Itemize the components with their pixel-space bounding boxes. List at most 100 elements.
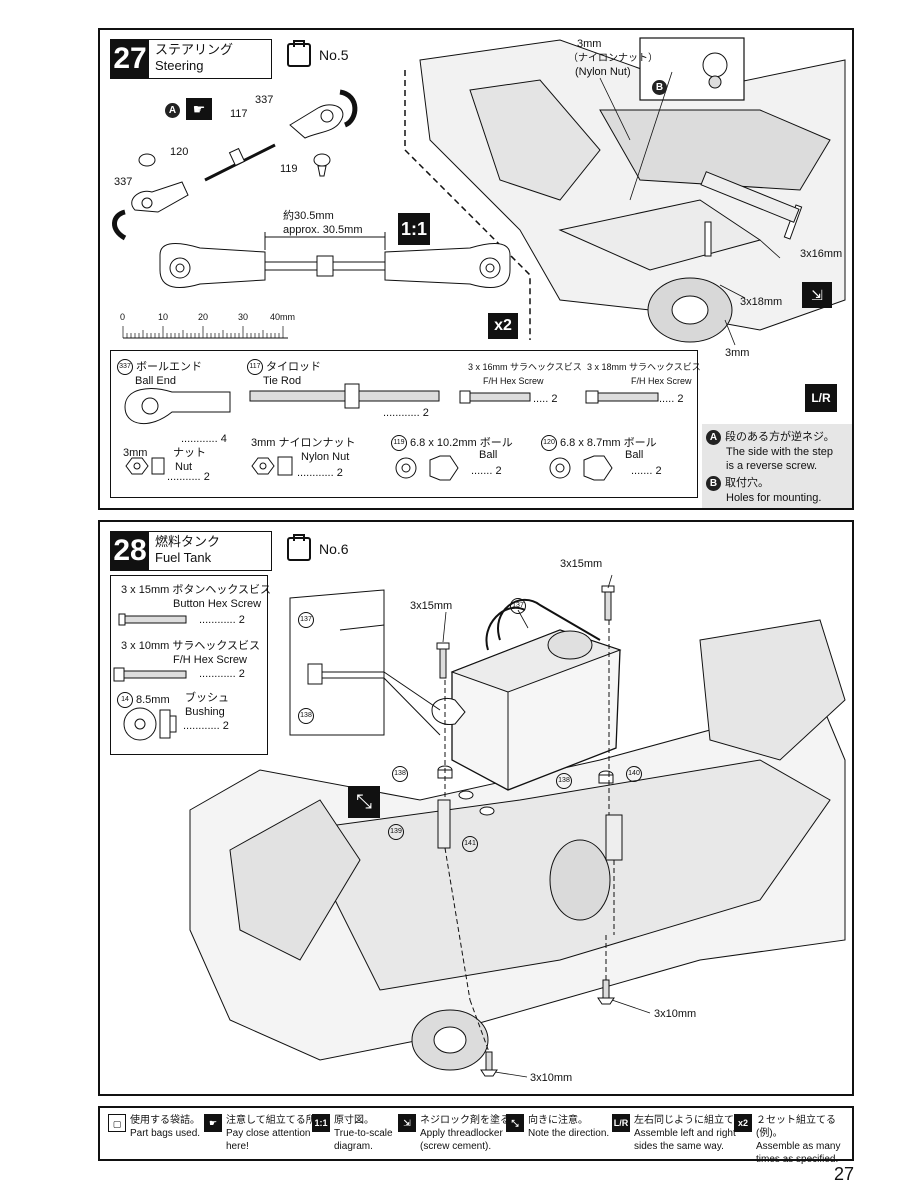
nut-label: 3mm [725,347,750,359]
part-name-en: Ball End [135,375,176,387]
part-qty: ....... 2 [471,465,502,477]
part-name-en: Ball [479,449,498,461]
part-name-jp: 3 x 16mm サラヘックスビス [468,362,582,372]
part-qty: ........... 2 [167,471,210,483]
part-name-jp: タイロッド [266,360,321,373]
part-callout: 138 [392,766,411,782]
length-jp: 約30.5mm [283,210,334,222]
note-A-jp: 段のある方が逆ネジ。 [725,431,835,443]
screw-label: 3x10mm [654,1008,697,1020]
note-B-jp: 取付穴。 [725,477,769,489]
attention-icon: ☛ [204,1114,222,1132]
bag-icon [287,40,311,67]
x2-icon: x2 [734,1114,752,1132]
part-name-en: Button Hex Screw [173,598,262,610]
ruler-label: 0 [120,312,126,322]
times-icon: x2 [488,313,518,339]
part-qty: ..... 2 [533,393,558,405]
part-size: 3mm [123,447,148,459]
step-28-header: 28 燃料タンク Fuel Tank [110,531,272,571]
part-callout: 119 [280,163,298,175]
step-27-header: 27 ステアリング Steering [110,39,272,79]
part-callout: 139 [388,824,407,840]
part-name-en: F/H Hex Screw [483,376,544,386]
part-name-jp: ボールエンド [136,360,202,373]
note-A-en1: The side with the step [726,446,834,458]
part-name-en: Ball [625,449,644,461]
ruler-label: 30 [238,312,249,322]
part-qty: ............ 2 [183,720,229,732]
part-name-en: Bushing [185,706,225,718]
part-name-en: Nut [175,461,193,473]
part-name-jp: ナット [173,447,206,459]
screw-label: 3x15mm [410,600,453,612]
direction-icon: ⤡ [506,1114,524,1132]
callout-A: A [165,103,184,118]
note-B-en: Holes for mounting. [726,492,822,504]
part-name-jp: ブッシュ [185,692,229,704]
part-callout: 117 [230,108,248,120]
part-qty: ..... 2 [659,393,684,405]
step-title-en: Steering [155,58,204,73]
part-callout: 137 [298,612,317,628]
nut-label-1: 3mm [577,38,602,50]
note-B-letter: B [706,476,721,491]
part-callout: 337 [255,94,274,106]
legend-item: ⤡ 向きに注意。Note the direction. [506,1114,609,1140]
step-title-en: Fuel Tank [155,550,212,565]
part-callout: 137 [510,598,529,614]
ruler-label: 40mm [270,312,296,322]
bag-icon [287,534,311,561]
part-name-jp: 3mm ナイロンナット [251,437,356,449]
part-qty: ............ 2 [199,668,245,680]
lr-icon: L/R [612,1114,630,1132]
step-title-jp: ステアリング [155,42,234,57]
bag-icon: ▢ [108,1114,126,1132]
part-size: 8.5mm [136,693,170,706]
callout-B: B [652,80,671,95]
part-callout: 140 [626,766,645,782]
ruler-label: 10 [158,312,169,322]
part-qty: ............ 2 [199,614,245,626]
nut-label-2: （ナイロンナット） [568,53,658,64]
part-qty: ............ 2 [383,407,429,419]
bag-number: No.5 [287,40,349,67]
step-number: 27 [111,40,149,78]
part-name-en: F/H Hex Screw [631,376,692,386]
part-qty: ............ 2 [297,467,343,479]
threadlocker-icon: ⇲ [802,282,832,308]
length-en: approx. 30.5mm [283,224,363,236]
legend-item: ⇲ ネジロック剤を塗る。Apply threadlocker(screw cem… [398,1114,520,1153]
part-name-jp: 3 x 18mm サラヘックスビス [587,362,701,372]
part-callout: 337 [114,176,133,188]
part-callout: 141 [462,836,481,852]
scale-icon: 1:1 [398,213,430,245]
screw-label: 3x10mm [530,1072,573,1084]
note-A-en2: is a reverse screw. [726,460,818,472]
part-callout: 138 [556,773,575,789]
note-box: A 段のある方が逆ネジ。 The side with the step is a … [702,424,852,508]
part-name-jp: 3 x 10mm サラヘックスビス [121,640,261,652]
part-name-jp: 3 x 15mm ボタンヘックスビス [121,584,272,596]
legend-bar: ▢ 使用する袋詰。Part bags used. ☛ 注意して組立てる所。Pay… [98,1106,854,1165]
part-name-en: Tie Rod [263,375,302,387]
nut-label-3: (Nylon Nut) [575,66,631,78]
bag-number: No.6 [287,534,349,561]
screw-label: 3x15mm [560,558,603,570]
part-name-jp: 6.8 x 8.7mm ボール [560,436,657,449]
scale-icon: 1:1 [312,1114,330,1132]
attention-icon: ☛ [186,98,212,120]
part-name-en: F/H Hex Screw [173,654,247,666]
note-A-letter: A [706,430,721,445]
lr-icon: L/R [805,384,837,412]
step-number: 28 [111,532,149,570]
legend-item: ▢ 使用する袋詰。Part bags used. [108,1114,200,1140]
part-name-jp: 6.8 x 10.2mm ボール [410,436,513,449]
part-name-en: Nylon Nut [301,451,350,463]
ruler-label: 20 [198,312,209,322]
